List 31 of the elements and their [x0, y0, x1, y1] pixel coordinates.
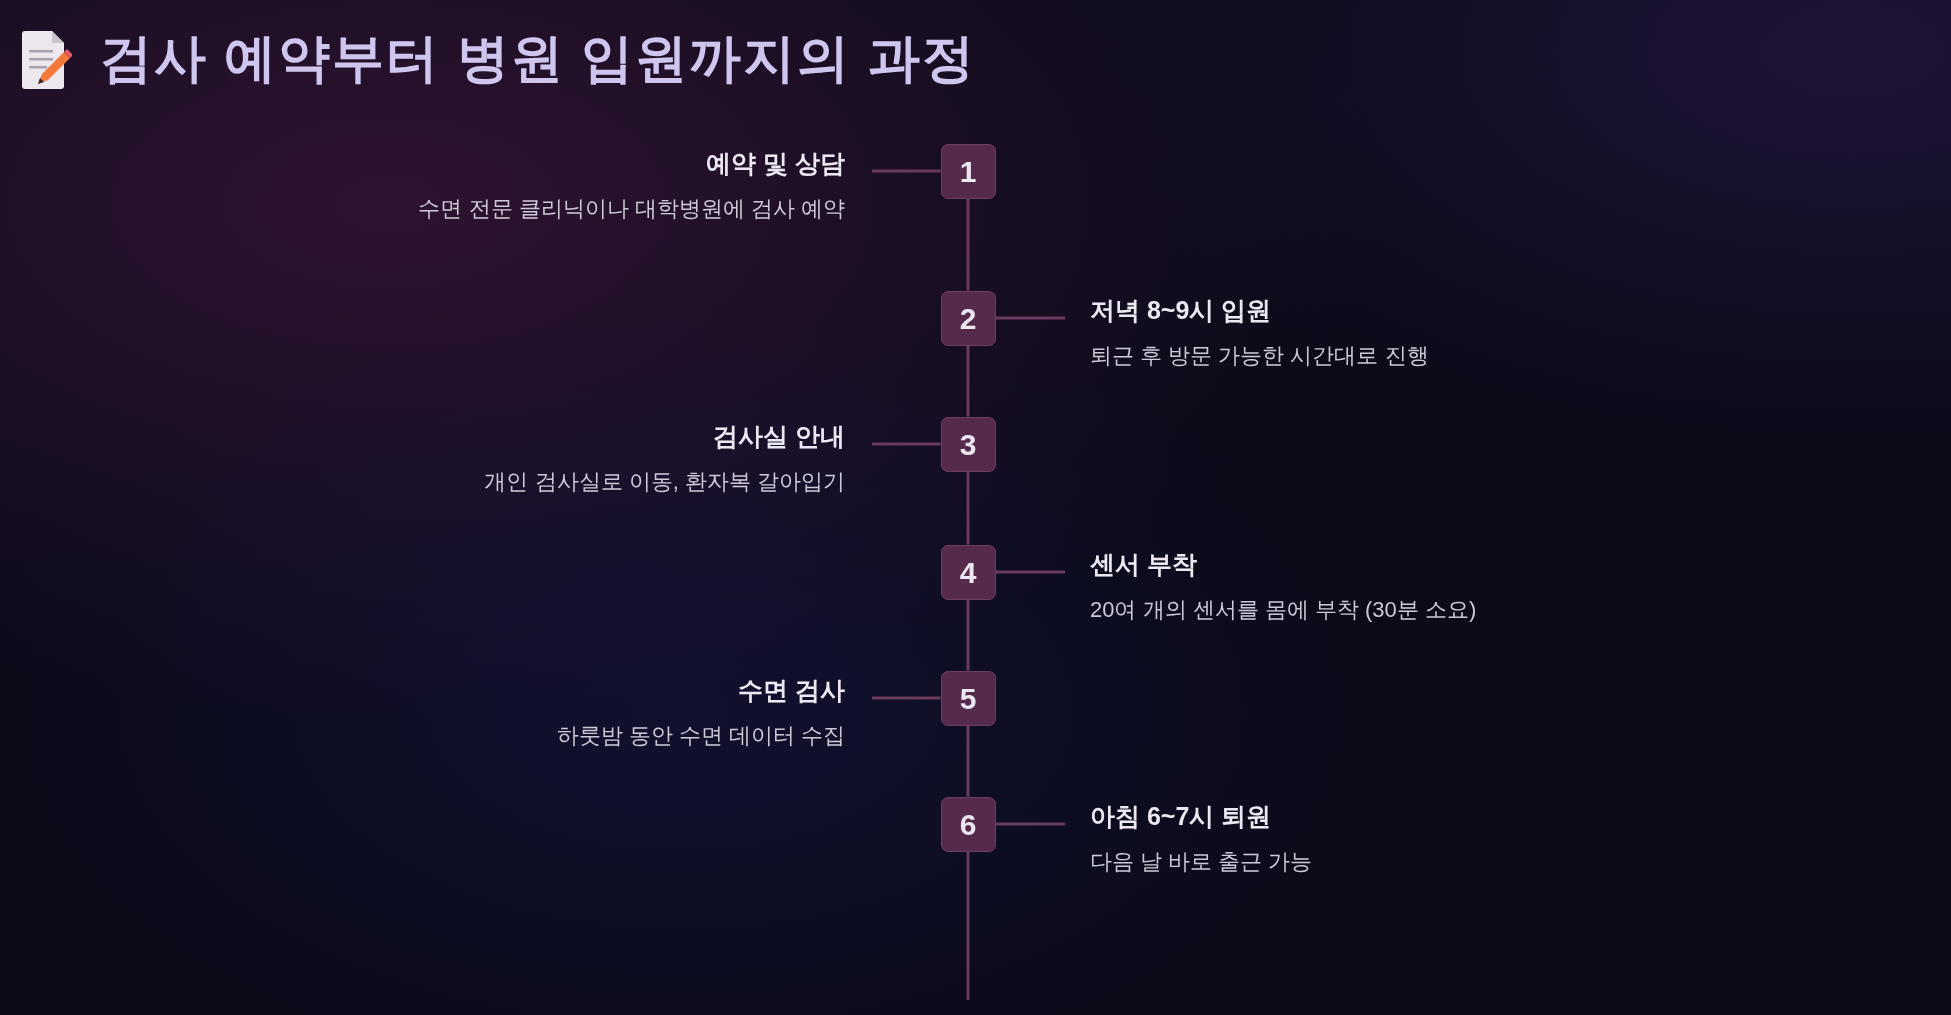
step-description: 개인 검사실로 이동, 환자복 갈아입기 — [484, 468, 845, 496]
connector-line — [966, 725, 970, 797]
connector-line — [872, 696, 941, 700]
connector-line — [966, 345, 970, 417]
step-number-box: 2 — [940, 290, 996, 346]
step-description: 하룻밤 동안 수면 데이터 수집 — [556, 722, 845, 750]
connector-line — [995, 316, 1065, 320]
step-number-box: 3 — [940, 416, 996, 472]
connector-line — [872, 442, 941, 446]
connector-line — [995, 570, 1065, 574]
step-heading: 아침 6~7시 퇴원 — [1090, 801, 1272, 832]
step-description: 다음 날 바로 출근 가능 — [1090, 848, 1313, 876]
step-heading: 예약 및 상담 — [706, 148, 845, 179]
connector-line — [966, 471, 970, 545]
page-title: 검사 예약부터 병원 입원까지의 과정 — [100, 28, 976, 89]
step-number-box: 5 — [940, 670, 996, 726]
step-heading: 수면 검사 — [738, 675, 845, 706]
connector-line — [966, 198, 970, 291]
step-heading: 검사실 안내 — [713, 421, 845, 452]
connector-line — [872, 169, 941, 173]
step-heading: 저녁 8~9시 입원 — [1090, 295, 1272, 326]
step-description: 수면 전문 클리닉이나 대학병원에 검사 예약 — [418, 195, 845, 223]
connector-line — [966, 851, 970, 1000]
connector-line — [995, 822, 1065, 826]
step-description: 20여 개의 센서를 몸에 부착 (30분 소요) — [1090, 596, 1477, 624]
step-number-box: 4 — [940, 544, 996, 600]
step-number-box: 1 — [940, 143, 996, 199]
step-number-box: 6 — [940, 796, 996, 852]
step-heading: 센서 부착 — [1090, 549, 1197, 580]
step-description: 퇴근 후 방문 가능한 시간대로 진행 — [1090, 342, 1429, 370]
connector-line — [966, 599, 970, 671]
